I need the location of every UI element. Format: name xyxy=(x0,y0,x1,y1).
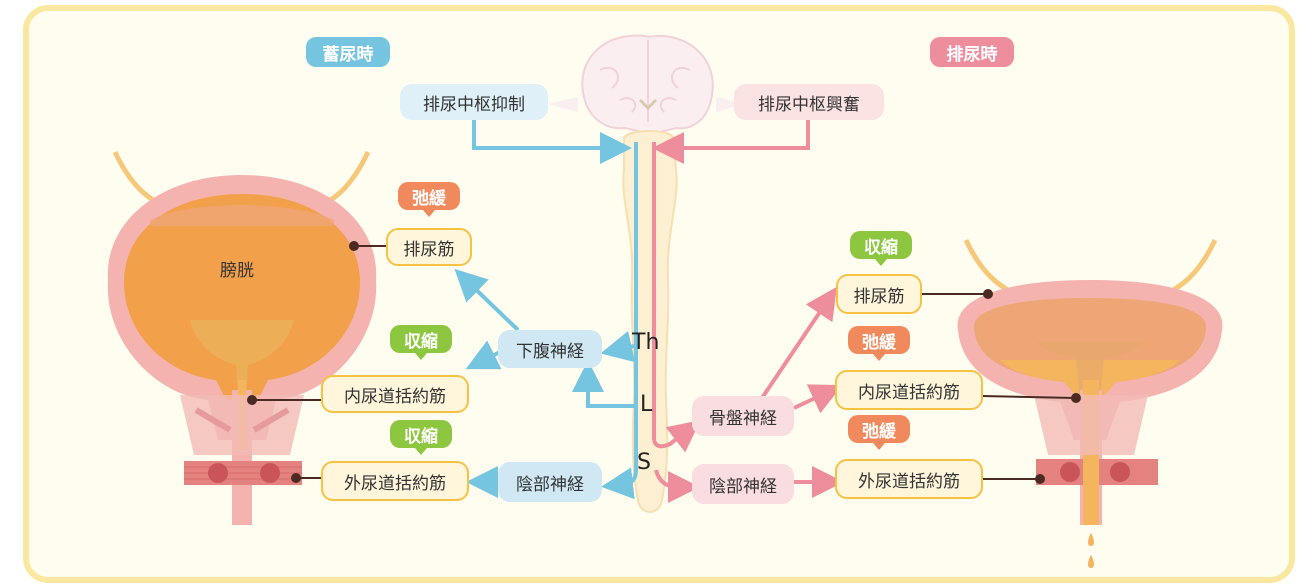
left-internal-sphincter-box: 内尿道括約筋 xyxy=(321,375,469,413)
micturition-center-inhibit: 排尿中枢抑制 xyxy=(400,84,548,120)
left-pudendal-nerve-box: 陰部神経 xyxy=(498,462,602,502)
right-detrusor-box: 排尿筋 xyxy=(836,274,922,314)
brain-icon xyxy=(581,34,714,133)
right-external-sphincter-state-tag: 弛緩 xyxy=(848,415,910,450)
right-pudendal-nerve-box: 陰部神経 xyxy=(692,464,794,504)
right-external-sphincter-box: 外尿道括約筋 xyxy=(835,459,983,499)
micturition-center-excite: 排尿中枢興奮 xyxy=(734,84,884,120)
pelvic-nerve-box: 骨盤神経 xyxy=(692,396,794,436)
left-external-sphincter-box: 外尿道括約筋 xyxy=(321,461,469,501)
right-internal-sphincter-state-tag: 弛緩 xyxy=(848,326,910,361)
hypogastric-nerve-box: 下腹神経 xyxy=(498,330,602,368)
right-internal-sphincter-box: 内尿道括約筋 xyxy=(835,370,983,410)
right-bladder xyxy=(957,238,1223,568)
left-detrusor-box: 排尿筋 xyxy=(386,228,472,266)
voiding-phase-label: 排尿時 xyxy=(930,37,1014,67)
bladder-label: 膀胱 xyxy=(220,261,254,281)
left-bladder xyxy=(107,150,377,525)
right-detrusor-state-tag: 収縮 xyxy=(850,231,912,266)
spinal-s-label: S xyxy=(637,450,651,475)
spinal-l-label: L xyxy=(640,392,653,417)
left-internal-sphincter-state-tag: 収縮 xyxy=(390,325,452,360)
spinal-th-label: Th xyxy=(632,330,660,355)
left-detrusor-state-tag: 弛緩 xyxy=(398,182,460,217)
storage-phase-label: 蓄尿時 xyxy=(306,37,390,67)
left-external-sphincter-state-tag: 収縮 xyxy=(390,420,452,455)
